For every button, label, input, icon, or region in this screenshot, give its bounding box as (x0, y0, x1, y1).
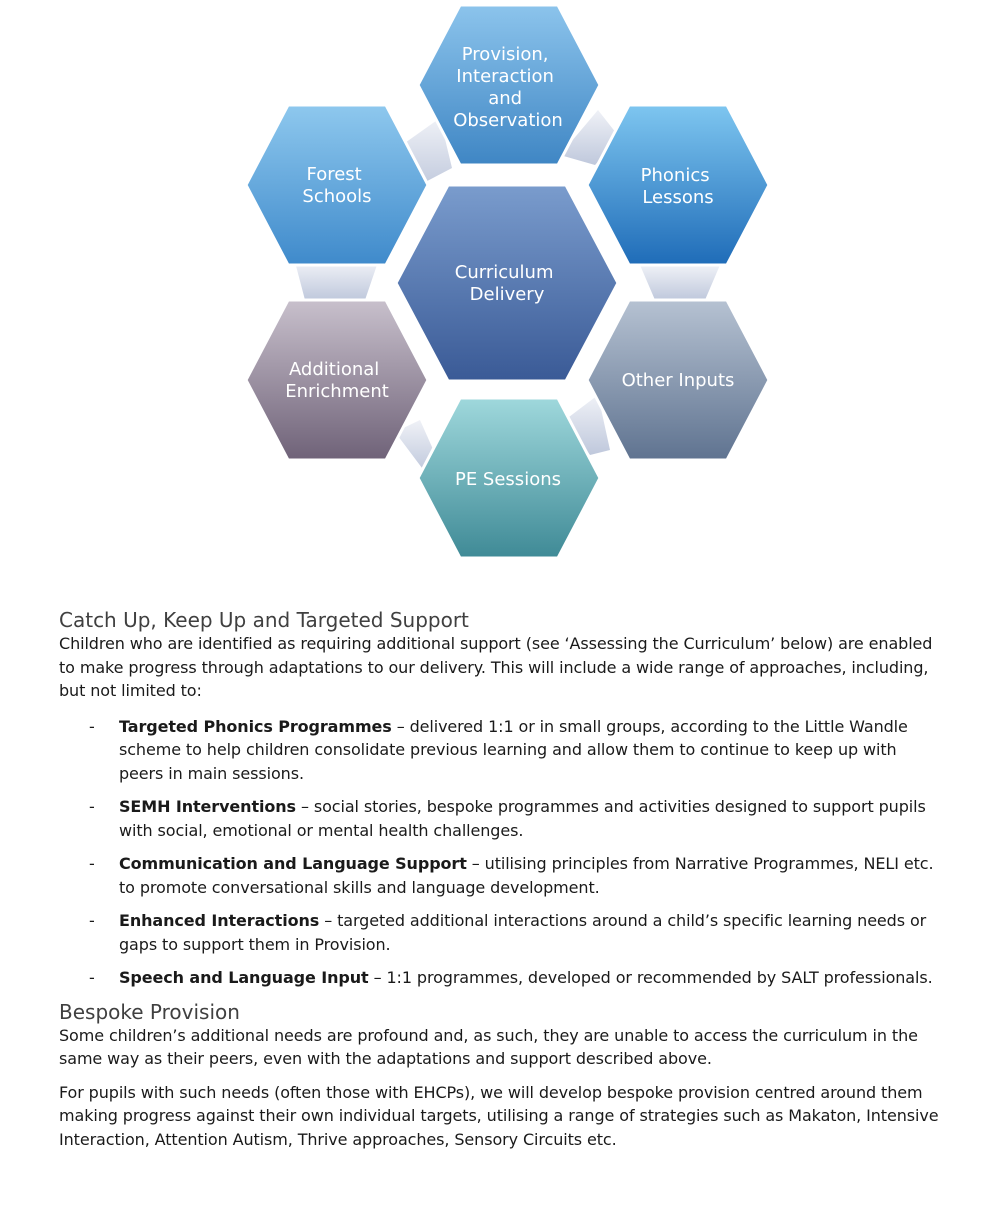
hex-other-line: Other Inputs (622, 370, 735, 391)
support-list: - Targeted Phonics Programmes – delivered… (59, 715, 939, 990)
hex-forest: Forest Schools (244, 103, 430, 267)
hex-other: Other Inputs (585, 298, 771, 462)
section-heading-bespoke: Bespoke Provision (59, 999, 240, 1024)
list-item-text: – 1:1 programmes, developed or recommend… (368, 968, 933, 987)
bespoke-paragraph-1: Some children’s additional needs are pro… (59, 1025, 918, 1069)
list-item-term: Enhanced Interactions (119, 911, 320, 930)
hex-pe: PE Sessions (416, 396, 602, 560)
list-item-text: – delivered 1:1 or in small groups, acco… (119, 716, 908, 783)
hex-enrichment-label: Additional Enrichment (285, 359, 389, 402)
hex-center-line: Delivery (470, 284, 545, 305)
connector-forest-enrichment (295, 262, 378, 300)
bullet-dash: - (89, 854, 95, 873)
list-item: - Communication and Language Support – ut… (59, 852, 939, 899)
bullet-dash: - (89, 911, 95, 930)
list-item-term: Speech and Language Input (119, 968, 369, 987)
hex-forest-line: Forest (307, 164, 362, 185)
list-item: - Enhanced Interactions – targeted additi… (59, 909, 939, 956)
hex-pe-line: PE Sessions (455, 469, 561, 490)
hex-phonics-line: Lessons (642, 187, 713, 208)
hex-center: Curriculum Delivery (394, 183, 620, 383)
hex-forest-label: Forest Schools (302, 164, 371, 207)
hex-phonics-label: Phonics Lessons (641, 165, 716, 208)
list-item-term: Targeted Phonics Programmes (119, 716, 392, 736)
hex-phonics: Phonics Lessons (585, 103, 771, 267)
list-item-text: – targeted additional interactions aroun… (119, 911, 927, 954)
connector-phonics-other (640, 265, 720, 300)
bespoke-paragraph-2: For pupils with such needs (often those … (59, 1082, 939, 1149)
hex-enrichment-line: Additional (289, 359, 379, 380)
connector-other-pe (565, 395, 610, 455)
list-item-term: Communication and Language Support (119, 854, 467, 873)
list-item-term: SEMH Interventions (119, 797, 296, 816)
hex-other-label: Other Inputs (622, 370, 735, 391)
hex-provision-line: Observation (453, 110, 563, 131)
document-body: Catch Up, Keep Up and Targeted Support C… (59, 608, 939, 1161)
hex-phonics-line: Phonics (641, 165, 710, 186)
hex-center-line: Curriculum (455, 262, 554, 283)
hex-enrichment-line: Enrichment (285, 381, 389, 402)
list-item: - SEMH Interventions – social stories, be… (59, 795, 939, 842)
bullet-dash: - (89, 797, 95, 816)
hex-forest-line: Schools (302, 186, 371, 207)
hex-provision-line: Provision, (462, 44, 549, 65)
hex-enrichment: Additional Enrichment (244, 298, 430, 462)
hex-center-label: Curriculum Delivery (455, 262, 559, 305)
bullet-dash: - (89, 968, 95, 987)
list-item-text: – utilising principles from Narrative Pr… (119, 854, 934, 897)
section-heading-catch-up: Catch Up, Keep Up and Targeted Support (59, 608, 469, 632)
intro-paragraph: Children who are identified as requiring… (59, 634, 933, 700)
list-item-text: – social stories, bespoke programmes and… (119, 797, 926, 840)
list-item: - Targeted Phonics Programmes – delivered… (59, 715, 939, 786)
hex-provision-line: Interaction (456, 66, 554, 87)
hex-pe-label: PE Sessions (455, 469, 561, 490)
bullet-dash: - (89, 716, 95, 736)
curriculum-diagram: Provision, Interaction and Observation P… (244, 3, 771, 560)
hex-provision-label: Provision, Interaction and Observation (453, 44, 563, 131)
hex-provision-line: and (488, 88, 522, 109)
list-item: - Speech and Language Input – 1:1 program… (59, 966, 939, 990)
hex-provision: Provision, Interaction and Observation (416, 3, 602, 167)
